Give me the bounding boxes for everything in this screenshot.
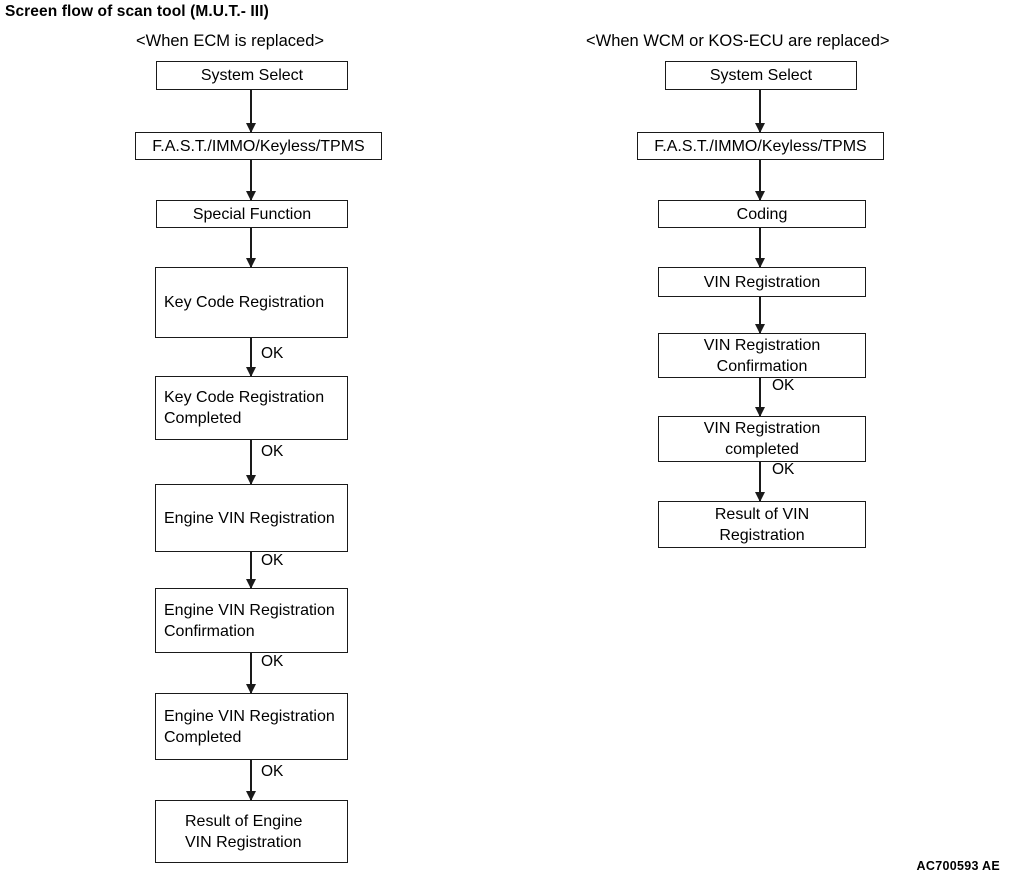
node-line: F.A.S.T./IMMO/Keyless/TPMS xyxy=(654,137,867,155)
flow-arrow xyxy=(759,160,761,200)
flow-arrow xyxy=(759,90,761,132)
node-line: Result of VIN xyxy=(714,505,810,523)
flow-arrow xyxy=(250,440,252,484)
flow-node-eng-vin-result[interactable]: Result of Engine VIN Registration xyxy=(155,800,348,863)
node-line: Completed xyxy=(164,728,242,746)
flow-arrow xyxy=(250,653,252,693)
flow-node-vin-reg[interactable]: VIN Registration xyxy=(658,267,866,297)
node-line: System Select xyxy=(709,67,813,84)
node-line: Completed xyxy=(164,410,242,427)
flow-node-sys-select[interactable]: System Select xyxy=(156,61,348,90)
figure-reference-code: AC700593 AE xyxy=(916,859,1000,873)
edge-label-ok: OK xyxy=(261,552,284,569)
node-line: completed xyxy=(725,441,799,458)
column-heading-ecm: <When ECM is replaced> xyxy=(136,32,325,50)
flow-arrow xyxy=(250,552,252,588)
edge-label-ok: OK xyxy=(261,763,284,780)
flow-arrow xyxy=(250,338,252,376)
column-heading-wcm-kos: <When WCM or KOS-ECU are replaced> xyxy=(586,32,890,50)
node-line: Result of Engine xyxy=(185,812,303,830)
flow-node-sys-select-2[interactable]: System Select xyxy=(665,61,857,90)
flow-node-eng-vin-done[interactable]: Engine VIN Registration Completed xyxy=(155,693,348,760)
flow-node-coding[interactable]: Coding xyxy=(658,200,866,228)
flow-arrow xyxy=(759,462,761,501)
flow-node-fast-immo-2[interactable]: F.A.S.T./IMMO/Keyless/TPMS xyxy=(637,132,884,160)
edge-label-ok: OK xyxy=(261,345,284,362)
flow-arrow xyxy=(250,160,252,200)
node-line: VIN Registration xyxy=(703,420,821,437)
node-line: Confirmation xyxy=(164,622,255,640)
flow-arrow xyxy=(759,297,761,333)
node-line: Key Code Registration xyxy=(164,294,325,311)
node-line: Engine VIN Registration xyxy=(164,509,335,527)
flow-arrow xyxy=(250,760,252,800)
flow-node-special-function[interactable]: Special Function xyxy=(156,200,348,228)
flow-node-eng-vin-reg[interactable]: Engine VIN Registration xyxy=(155,484,348,552)
node-line: System Select xyxy=(200,67,304,84)
flow-node-vin-reg-confirm[interactable]: VIN Registration Confirmation xyxy=(658,333,866,378)
flow-node-vin-reg-completed[interactable]: VIN Registration completed xyxy=(658,416,866,462)
node-line: VIN Registration xyxy=(703,336,821,354)
flow-arrow xyxy=(759,378,761,416)
flow-node-fast-immo[interactable]: F.A.S.T./IMMO/Keyless/TPMS xyxy=(135,132,382,160)
flow-arrow xyxy=(759,228,761,267)
flow-node-key-code-done[interactable]: Key Code Registration Completed xyxy=(155,376,348,440)
node-line: VIN Registration xyxy=(703,273,821,291)
edge-label-ok: OK xyxy=(261,443,284,460)
node-line: Engine VIN Registration xyxy=(164,601,335,619)
node-line: Registration xyxy=(719,526,805,544)
node-line: Special Function xyxy=(192,205,312,223)
flow-arrow xyxy=(250,90,252,132)
node-line: VIN Registration xyxy=(185,833,302,851)
node-line: Coding xyxy=(736,205,788,223)
page-title: Screen flow of scan tool (M.U.T.- III) xyxy=(5,3,269,20)
node-line: Engine VIN Registration xyxy=(164,707,335,725)
node-line: Key Code Registration xyxy=(164,389,325,406)
flow-node-key-code-reg[interactable]: Key Code Registration xyxy=(155,267,348,338)
flow-node-eng-vin-confirm[interactable]: Engine VIN Registration Confirmation xyxy=(155,588,348,653)
flow-arrow xyxy=(250,228,252,267)
edge-label-ok: OK xyxy=(772,461,795,478)
edge-label-ok: OK xyxy=(261,653,284,670)
flow-node-vin-reg-result[interactable]: Result of VIN Registration xyxy=(658,501,866,548)
node-line: F.A.S.T./IMMO/Keyless/TPMS xyxy=(152,137,365,155)
node-line: Confirmation xyxy=(716,357,808,375)
edge-label-ok: OK xyxy=(772,377,795,394)
